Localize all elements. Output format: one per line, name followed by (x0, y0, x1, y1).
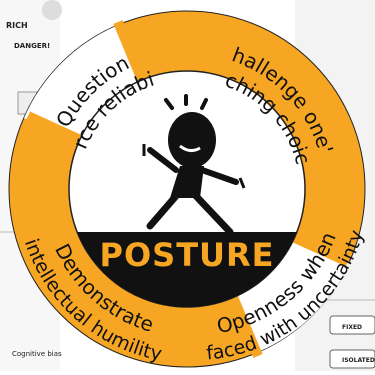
fixed-label: FIXED (342, 324, 362, 331)
isolated-box-outline (329, 349, 375, 369)
cognitive-bias-label: Cognitive bias (12, 350, 62, 358)
isolated-label: ISOLATED (342, 357, 375, 364)
cloud-sketch (42, 0, 62, 20)
stick-figure-icon (142, 94, 246, 236)
danger-label: DANGER! (14, 42, 50, 50)
fixed-box-outline (329, 315, 375, 335)
rich-label: RICH (6, 21, 28, 30)
posture-label: POSTURE (99, 236, 274, 274)
